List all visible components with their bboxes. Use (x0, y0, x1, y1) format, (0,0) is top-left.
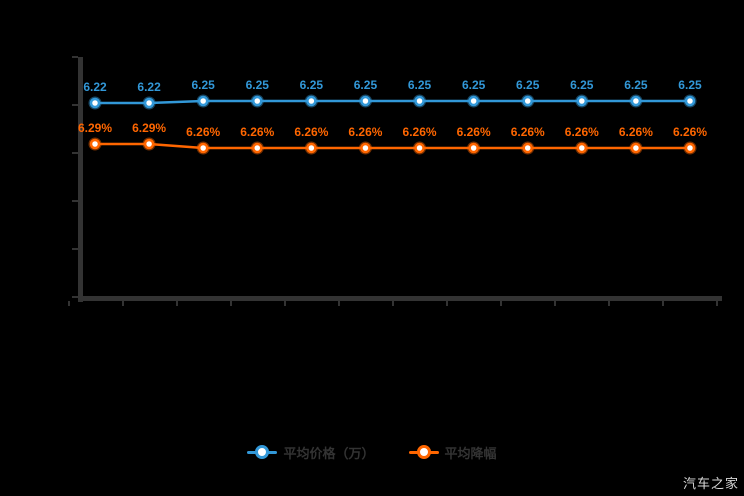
y-axis-tick (72, 152, 78, 154)
data-point-label: 6.26% (510, 124, 545, 139)
data-point-marker (576, 142, 588, 154)
y-axis-tick (72, 296, 78, 298)
data-point-label: 6.26% (618, 124, 653, 139)
x-axis-tick (338, 301, 340, 306)
data-point-label: 6.26% (348, 124, 383, 139)
y-axis-tick (72, 56, 78, 58)
x-axis-tick (392, 301, 394, 306)
data-point-marker (630, 95, 642, 107)
data-point-marker (252, 95, 263, 107)
data-point-label: 6.26% (402, 124, 437, 139)
data-point-label: 6.25 (678, 77, 702, 92)
data-point-marker (576, 95, 588, 107)
data-point-label: 6.22 (137, 80, 161, 94)
x-axis-line (78, 296, 722, 301)
data-point-marker (468, 142, 479, 154)
x-axis-tick (554, 301, 556, 306)
data-point-label: 6.26% (564, 124, 599, 139)
data-point-label: 6.25 (570, 77, 594, 92)
data-point-marker (630, 142, 642, 154)
data-point-label: 6.26% (672, 124, 707, 139)
x-axis-tick (608, 301, 610, 306)
data-point-label: 6.29% (132, 121, 167, 135)
data-point-label: 6.25 (245, 77, 269, 92)
x-axis-tick (230, 301, 232, 306)
x-axis-tick (284, 301, 286, 306)
y-axis-tick (72, 248, 78, 250)
x-axis-tick (68, 301, 70, 306)
x-axis-tick (122, 301, 124, 306)
data-point-marker (197, 142, 209, 154)
data-point-label: 6.25 (299, 77, 324, 92)
x-axis-tick (716, 301, 718, 306)
data-point-marker (197, 95, 209, 107)
data-point-label: 6.26% (456, 124, 491, 139)
data-point-marker (414, 142, 425, 154)
data-point-label: 6.25 (191, 77, 215, 92)
autohome-watermark: 汽车之家 (682, 476, 739, 491)
legend-label: 平均价格（万） (283, 445, 375, 461)
data-point-label: 6.25 (624, 77, 648, 92)
data-point-marker (360, 142, 371, 154)
data-point-marker (306, 95, 317, 107)
data-point-marker (143, 97, 155, 109)
data-point-label: 6.25 (516, 77, 540, 92)
data-point-label: 6.25 (407, 77, 432, 92)
data-point-label: 6.26% (240, 124, 275, 139)
data-point-marker (684, 142, 696, 154)
data-point-label: 6.25 (461, 77, 486, 92)
data-point-marker (414, 95, 425, 107)
data-point-marker (468, 95, 479, 107)
data-point-label: 6.25 (353, 77, 378, 92)
legend-label: 平均降幅 (444, 445, 497, 461)
data-point-marker (522, 142, 533, 154)
y-axis-tick (72, 104, 78, 106)
data-point-label: 6.26% (294, 124, 329, 139)
data-point-marker (89, 138, 101, 150)
data-point-marker (143, 138, 155, 150)
series-line (95, 142, 690, 150)
data-point-label: 6.26% (186, 124, 221, 139)
data-point-marker (89, 97, 101, 109)
data-point-marker (252, 142, 263, 154)
data-point-label: 6.29% (77, 121, 113, 135)
data-point-marker (360, 95, 371, 107)
legend-item-avg-discount[interactable]: 平均降幅 (408, 443, 497, 462)
legend-item-avg-price[interactable]: 平均价格（万） (247, 443, 375, 462)
data-point-label: 6.22 (83, 80, 107, 94)
y-axis-line (78, 57, 83, 302)
y-axis-tick (72, 200, 78, 202)
orange-line-marker-icon (408, 445, 439, 459)
blue-line-marker-icon (247, 445, 278, 459)
data-point-marker (522, 95, 533, 107)
legend: 平均价格（万） 平均降幅 (0, 440, 744, 464)
x-axis-tick (176, 301, 178, 306)
series-line (95, 99, 690, 105)
x-axis-tick (446, 301, 448, 306)
data-point-marker (306, 142, 317, 154)
x-axis-tick (500, 301, 502, 306)
x-axis-tick (662, 301, 664, 306)
data-point-marker (684, 95, 696, 107)
